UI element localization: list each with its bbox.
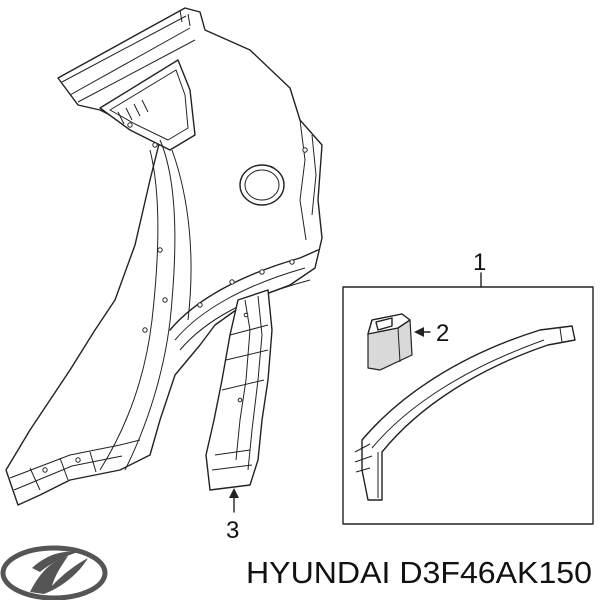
part-1-callout-box [342,286,594,525]
clip-part-2 [367,313,413,371]
arrowhead-part-2 [414,327,424,337]
quarter-panel-drawing [5,7,323,506]
wheel-arch-moulding-part-1 [354,325,576,501]
callout-number-1: 1 [473,249,486,276]
arrowhead-part-3 [229,488,239,498]
callout-number-2: 2 [436,320,449,347]
callout-number-3: 3 [226,517,239,544]
part-number-caption: HYUNDAI D3F46AK150 [246,555,592,590]
hyundai-logo-icon [0,545,108,600]
pillar-extension-part-3 [205,289,273,491]
